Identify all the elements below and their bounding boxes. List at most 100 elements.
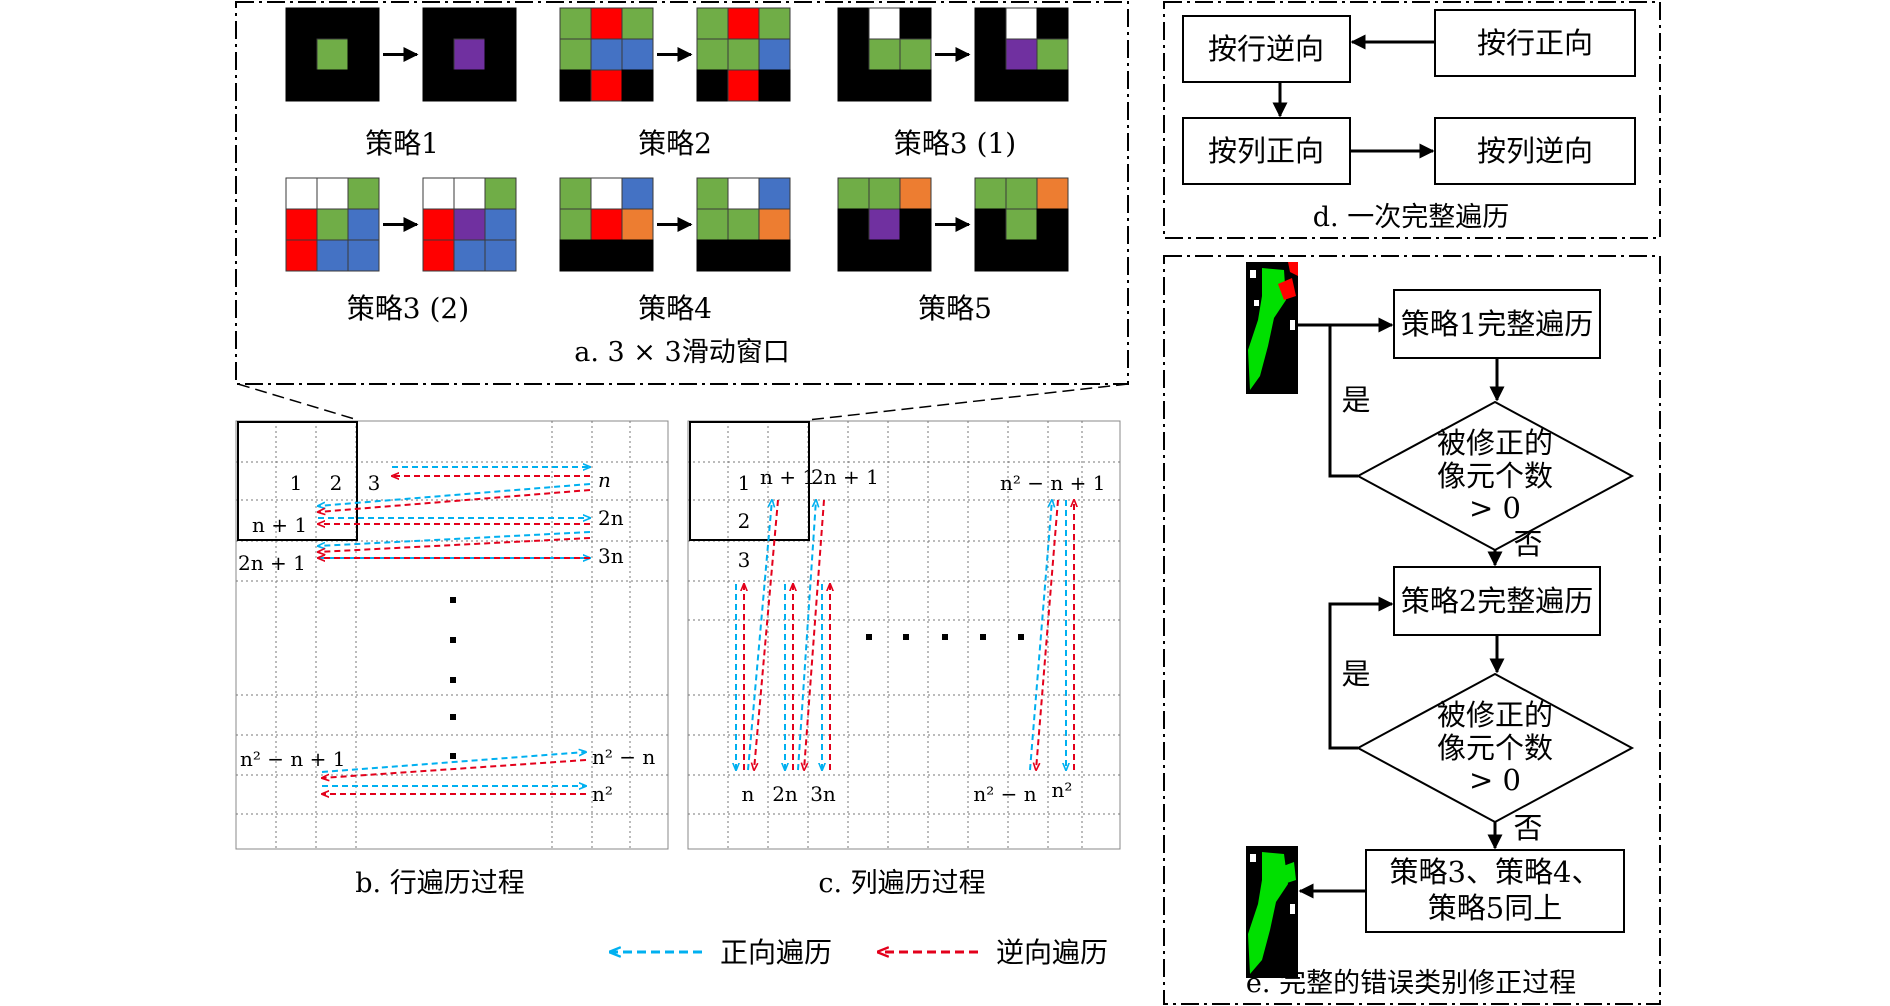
strategy1-after-window xyxy=(422,7,517,102)
strategy4-before-cell xyxy=(559,208,592,241)
strategy5-before-cell xyxy=(899,208,932,241)
row-arrow-reverse xyxy=(318,489,591,512)
strategy2-before-cell xyxy=(559,38,592,71)
box-row-reverse xyxy=(1182,15,1351,83)
strategy1-before-cell xyxy=(316,7,349,40)
strategy2-before-window xyxy=(559,7,654,102)
box-col-forward xyxy=(1182,117,1351,185)
col-arrow-reverse xyxy=(754,499,779,770)
col-label-n-plus-1: n + 1 xyxy=(760,465,815,489)
row-arrow-forward xyxy=(318,483,591,506)
strategy3-1-after-cell xyxy=(1036,7,1069,40)
strategy3-2-before-cell xyxy=(316,208,349,241)
strategy2-after-cell xyxy=(758,7,791,40)
strategy5-before-cell xyxy=(899,177,932,210)
strategy3-1-after-cell xyxy=(1005,38,1038,71)
decision2-no-label: 否 xyxy=(1513,811,1542,845)
strategy1-before-cell xyxy=(316,38,349,71)
strategy4-before-cell xyxy=(559,177,592,210)
strategy2-before-cell xyxy=(590,7,623,40)
strategy-label-2: 策略2 xyxy=(638,127,712,160)
strategy1-before-cell xyxy=(347,69,380,102)
step1-label: 策略1完整遍历 xyxy=(1401,307,1593,341)
row-label-2n: 2n xyxy=(598,506,624,530)
strategy3-1-before-cell xyxy=(868,38,901,71)
strategy4-before-cell xyxy=(621,239,654,272)
step2-box xyxy=(1393,566,1601,636)
strategy-label-5: 策略5 xyxy=(918,292,992,325)
col-label-n2-n-plus-1: n² − n + 1 xyxy=(1000,471,1105,495)
strategy1-before-cell xyxy=(347,7,380,40)
strategy4-before-cell xyxy=(590,177,623,210)
strategy2-before-cell xyxy=(621,7,654,40)
strategy4-after-cell xyxy=(758,177,791,210)
strategy3-2-before-cell xyxy=(316,239,349,272)
strategy3-1-before-cell xyxy=(837,7,870,40)
strategy5-after-cell xyxy=(1036,208,1069,241)
row-label-n2-n: n² − n xyxy=(592,745,655,769)
col-label-3: 3 xyxy=(738,548,751,572)
col-arrow-reverse xyxy=(1036,499,1059,770)
strategy5-after-cell xyxy=(974,177,1007,210)
strategy3-2-after-cell xyxy=(484,177,517,210)
strategy1-after-cell xyxy=(453,7,486,40)
panel-b: 1 2 3 n n + 1 2n 2n + 1 3n n² − n + 1 n²… xyxy=(235,420,669,899)
decision2-line2: 像元个数 xyxy=(1437,731,1553,765)
strategy5-after-cell xyxy=(1005,177,1038,210)
strategy5-after-window xyxy=(974,177,1069,272)
panel-e-frame xyxy=(1163,255,1661,1005)
strategy3-2-before-cell xyxy=(285,208,318,241)
strategy3-2-before-cell xyxy=(347,239,380,272)
strategy3-1-after-cell xyxy=(1005,69,1038,102)
strategy4-before-cell xyxy=(621,208,654,241)
step2-label: 策略2完整遍历 xyxy=(1401,584,1593,618)
strategy3-2-before-cell xyxy=(347,177,380,210)
row-ellipsis xyxy=(450,597,456,759)
strategy3-2-after-cell xyxy=(453,239,486,272)
box-row-forward xyxy=(1434,9,1636,77)
col-window-box xyxy=(689,421,810,541)
strategy4-after-window xyxy=(696,177,791,272)
strategy1-after-cell xyxy=(453,38,486,71)
strategy3-1-before-cell xyxy=(899,69,932,102)
row-arrow-forward xyxy=(321,752,586,773)
classification-map-output xyxy=(1246,846,1298,978)
strategy3-2-after-cell xyxy=(484,239,517,272)
strategy1-after-cell xyxy=(484,38,517,71)
strategy4-after-cell xyxy=(758,239,791,272)
row-label-1: 1 xyxy=(290,471,303,495)
strategy3-1-before-cell xyxy=(899,38,932,71)
panel-d: 按行逆向 按行正向 按列正向 按列逆向 d. 一次完整遍历 xyxy=(1163,1,1661,239)
strategy3-1-before-cell xyxy=(837,69,870,102)
strategy1-after-cell xyxy=(484,7,517,40)
strategy4-after-cell xyxy=(758,208,791,241)
strategy2-after-cell xyxy=(696,7,729,40)
strategy5-before-window xyxy=(837,177,932,272)
strategy4-after-cell xyxy=(696,208,729,241)
strategy3-1-after-cell xyxy=(1036,69,1069,102)
strategy5-after-cell xyxy=(1005,239,1038,272)
strategy3-2-after-window xyxy=(422,177,517,272)
strategy2-after-cell xyxy=(727,69,760,102)
strategy3-2-after-cell xyxy=(453,177,486,210)
caption-a: a. 3 × 3滑动窗口 xyxy=(574,337,789,368)
decision2-line3: > 0 xyxy=(1469,763,1521,797)
zoom-connector-left xyxy=(237,383,359,421)
strategy1-after-cell xyxy=(453,69,486,102)
strategy3-2-before-cell xyxy=(316,177,349,210)
strategy3-1-after-window xyxy=(974,7,1069,102)
strategy1-after-cell xyxy=(422,7,455,40)
decision2-yes-label: 是 xyxy=(1341,657,1370,691)
panel-a-frame xyxy=(235,1,1129,385)
caption-b: b. 行遍历过程 xyxy=(355,868,524,899)
row-arrow-forward xyxy=(318,531,591,546)
strategy2-after-cell xyxy=(758,38,791,71)
col-grid-frame xyxy=(687,420,1121,850)
strategy2-before-cell xyxy=(621,38,654,71)
strategy5-before-cell xyxy=(837,208,870,241)
row-label-n: n xyxy=(598,468,611,492)
panel-c: 1 n + 1 2n + 1 n² − n + 1 2 3 n 2n 3n n²… xyxy=(687,420,1121,899)
loop1-yes xyxy=(1328,325,1358,478)
strategy5-before-cell xyxy=(899,239,932,272)
strategy4-after-cell xyxy=(727,208,760,241)
